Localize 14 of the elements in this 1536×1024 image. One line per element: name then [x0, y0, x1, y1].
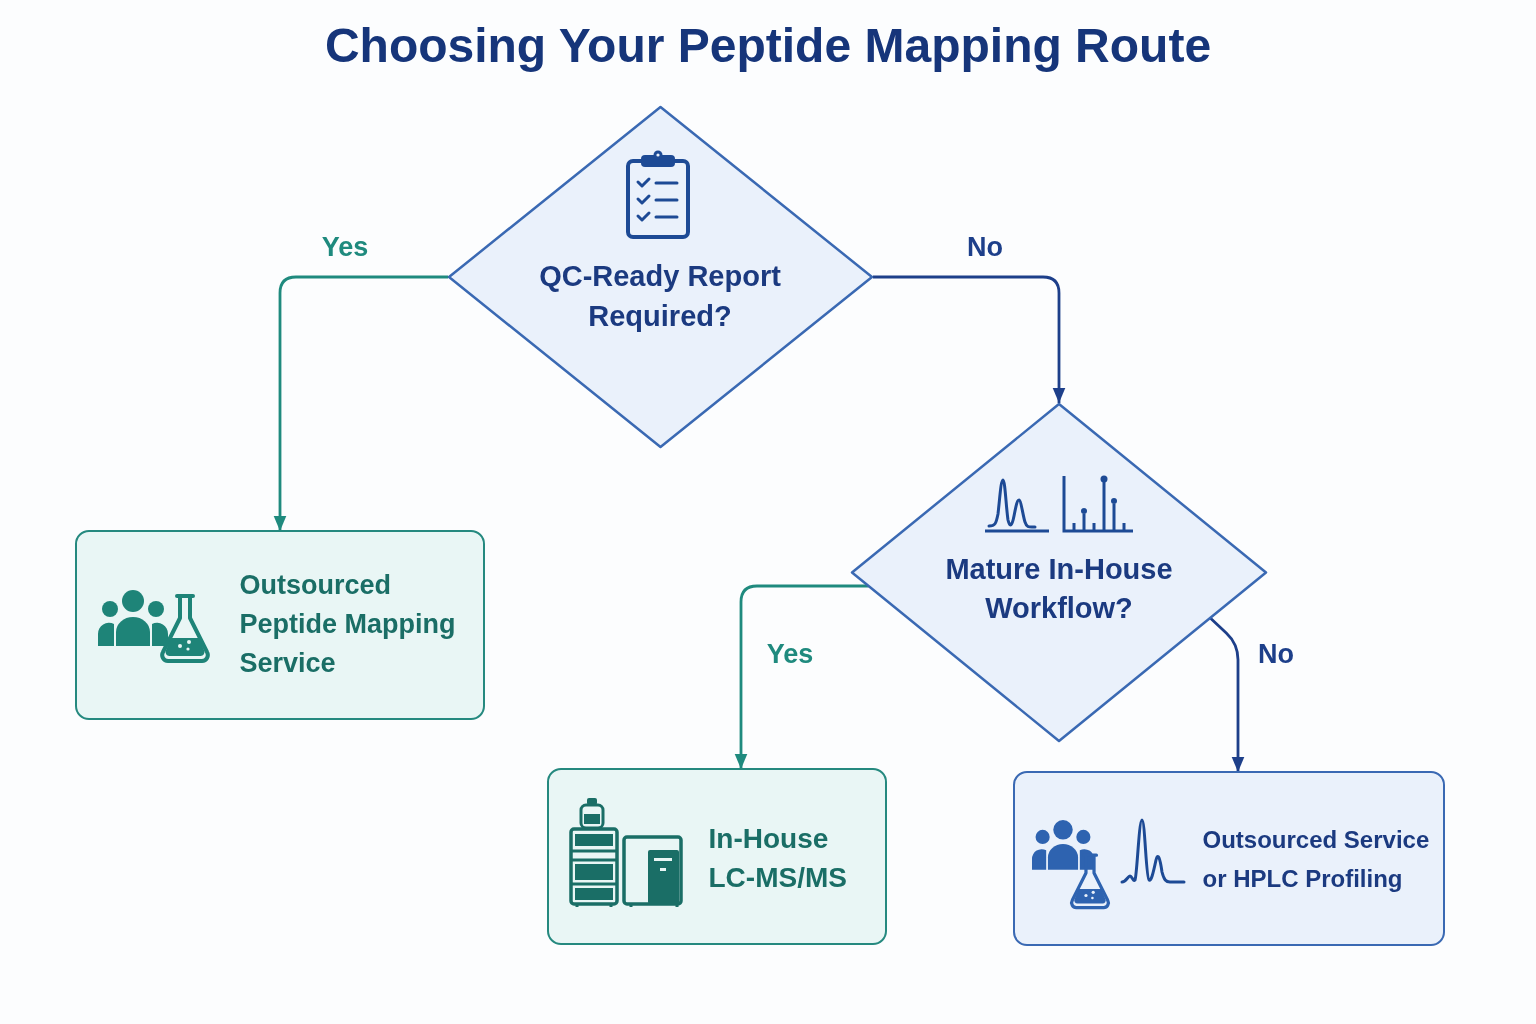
- outcome-box: [547, 768, 887, 945]
- connector-arrow: [734, 584, 869, 769]
- decision-question: Mature In-House Workflow?: [944, 552, 1174, 626]
- outcome-box: [75, 530, 485, 720]
- connector-arrow: [873, 275, 1066, 403]
- outcome-label: Outsourced Peptide Mapping Service: [239, 568, 457, 680]
- connector-arrow: [273, 275, 448, 531]
- outcome-label: Outsourced Service or HPLC Profiling: [1202, 824, 1431, 894]
- decision-question: QC-Ready Report Required?: [538, 259, 782, 334]
- outcome-box: [1013, 771, 1445, 946]
- diagram-title: Choosing Your Peptide Mapping Route: [323, 18, 1213, 74]
- decision-diamond: [447, 105, 874, 449]
- connector-arrow: [1209, 616, 1245, 772]
- outcome-label: In-House LC-MS/MS: [708, 821, 848, 895]
